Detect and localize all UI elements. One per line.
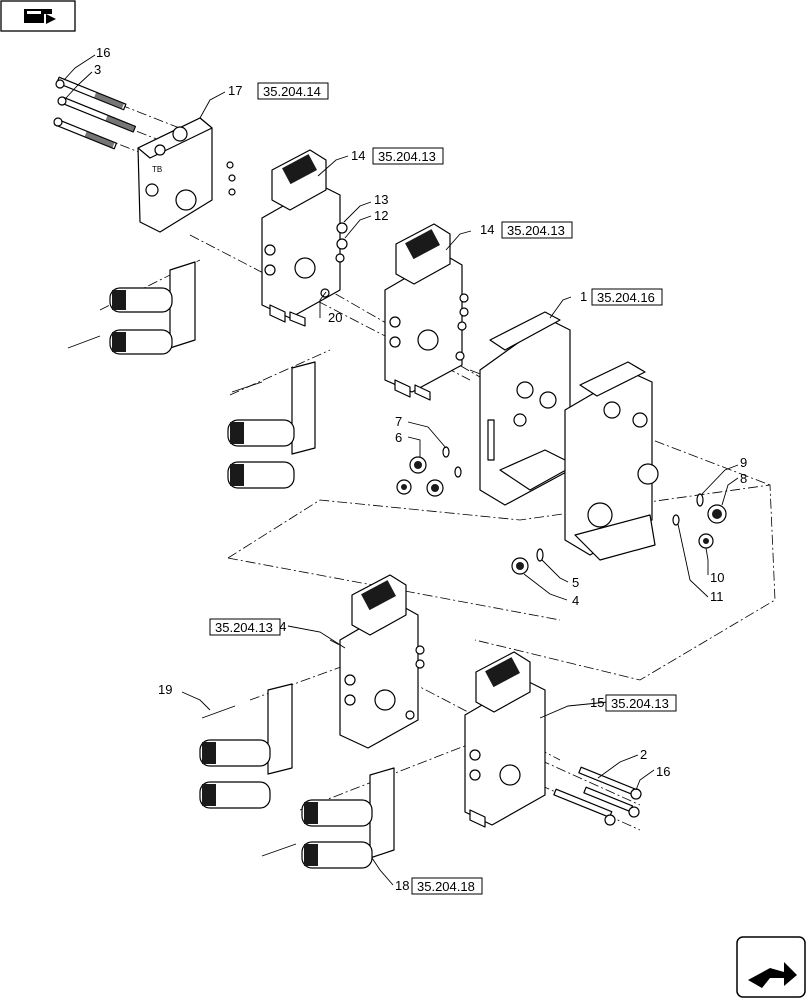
callout-6: 6 [395,430,402,445]
coupler-block-18 [261,767,395,869]
tie-rod-studs-bottom [553,766,642,826]
ref-link-18[interactable]: 35.204.18 [411,877,483,895]
callout-16b: 16 [656,764,670,779]
callout-15: 15 [590,695,604,710]
callout-4: 4 [572,593,579,608]
callout-13: 13 [374,192,388,207]
callout-leaders [63,54,739,886]
callout-labels: 16 3 17 14 13 12 14 20 1 7 6 9 8 5 4 10 … [94,45,747,893]
next-nav-button[interactable] [736,936,806,998]
ref-17-text: 35.204.14 [263,84,321,99]
callout-10: 10 [710,570,724,585]
valve-section-14-upper [261,149,348,327]
callout-7: 7 [395,414,402,429]
back-nav-button[interactable] [0,0,76,32]
coupler-block-lower-19 [199,683,293,809]
hand-pointing-icon [24,9,56,24]
callout-18: 18 [395,878,409,893]
callout-12: 12 [374,208,388,223]
callout-1: 1 [580,289,587,304]
ref-14c-text: 35.204.13 [215,620,273,635]
callout-14a: 14 [351,148,365,163]
ref-link-14a[interactable]: 35.204.13 [372,147,444,165]
callout-9: 9 [740,455,747,470]
inlet-section-1 [479,311,576,506]
coupler-block-upper-left [67,261,196,355]
end-section-17: TB [137,117,236,233]
ref-link-14c[interactable]: 35.204.13 [209,618,281,636]
ref-18-text: 35.204.18 [417,879,475,894]
coupler-block-middle-left [227,361,316,489]
callout-14b: 14 [480,222,494,237]
callout-16a: 16 [96,45,110,60]
ref-15-text: 35.204.13 [611,696,669,711]
ref-link-1[interactable]: 35.204.16 [591,288,663,306]
ref-link-14b[interactable]: 35.204.13 [501,221,573,239]
callout-11: 11 [710,589,724,604]
svg-text:TB: TB [152,165,162,174]
inlet-body-right [564,361,659,561]
callout-17: 17 [228,83,242,98]
tie-rod-studs-top [53,76,137,150]
valve-section-15 [464,651,546,828]
callout-5: 5 [572,575,579,590]
valve-section-14-middle [384,223,469,401]
ref-link-17[interactable]: 35.204.14 [257,82,329,100]
ref-link-15[interactable]: 35.204.13 [605,694,677,712]
reference-boxes: 35.204.14 35.204.13 35.204.13 35.204.16 … [209,82,677,895]
callout-20: 20 [328,310,342,325]
plugs-and-seals [396,446,727,575]
arrow-forward-icon [748,962,797,988]
ref-14b-text: 35.204.13 [507,223,565,238]
ref-14a-text: 35.204.13 [378,149,436,164]
callout-8: 8 [740,471,747,486]
ref-1-text: 35.204.16 [597,290,655,305]
callout-19: 19 [158,682,172,697]
callout-3: 3 [94,62,101,77]
valve-section-14-lower [339,574,425,749]
callout-2: 2 [640,747,647,762]
